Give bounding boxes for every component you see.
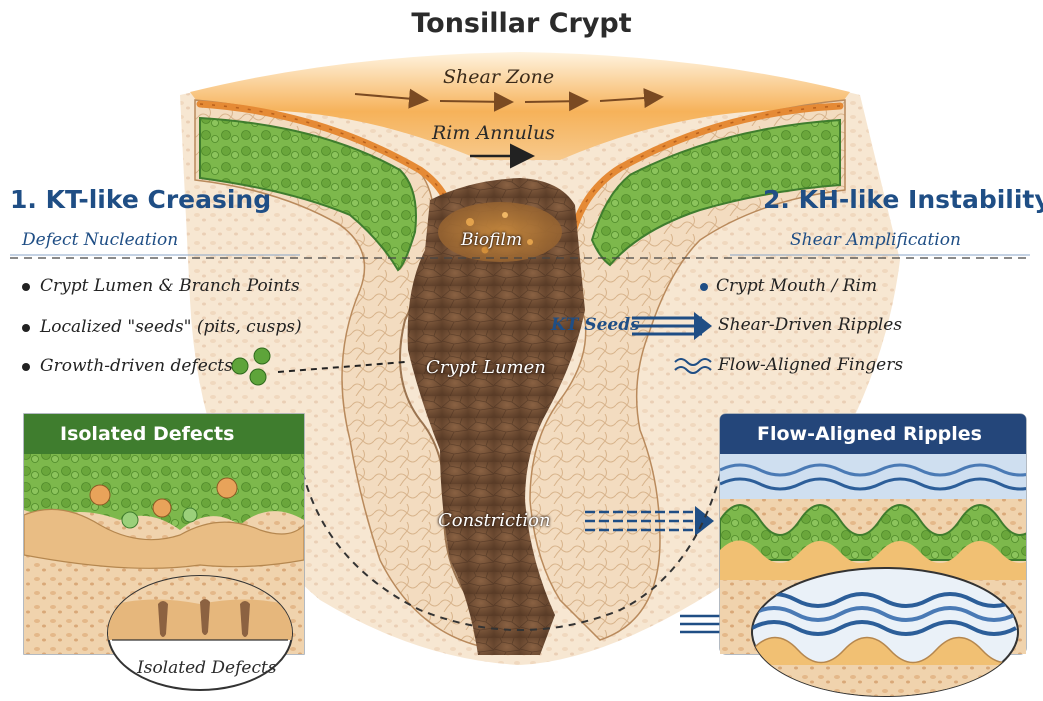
diagram-title: Tonsillar Crypt [0,8,1043,39]
shear-zone-label: Shear Zone [443,66,554,88]
left-bullet-2: Localized "seeds" (pits, cusps) [40,317,302,337]
right-bullet-2: Shear-Driven Ripples [718,315,902,335]
right-heading: 2. KH-like Instability [763,185,1043,214]
inset-caption: Isolated Defects [137,658,277,678]
left-subheading: Defect Nucleation [22,230,178,250]
right-bullet-1: Crypt Mouth / Rim [716,276,877,296]
rim-annulus-label: Rim Annulus [432,122,555,144]
crypt-lumen-label: Crypt Lumen [426,357,546,378]
constriction-label: Constriction [438,510,551,531]
kt-seeds-label: KT Seeds [551,315,640,335]
left-bullet-1: Crypt Lumen & Branch Points [40,276,300,296]
left-heading: 1. KT-like Creasing [10,185,271,214]
flow-aligned-ripples-title: Flow-Aligned Ripples [757,423,982,445]
biofilm-label: Biofilm [461,230,522,250]
right-bullet-3: Flow-Aligned Fingers [718,355,903,375]
right-subheading: Shear Amplification [790,230,961,250]
isolated-defects-title: Isolated Defects [60,423,234,445]
left-bullet-3: Growth-driven defects [40,356,233,376]
